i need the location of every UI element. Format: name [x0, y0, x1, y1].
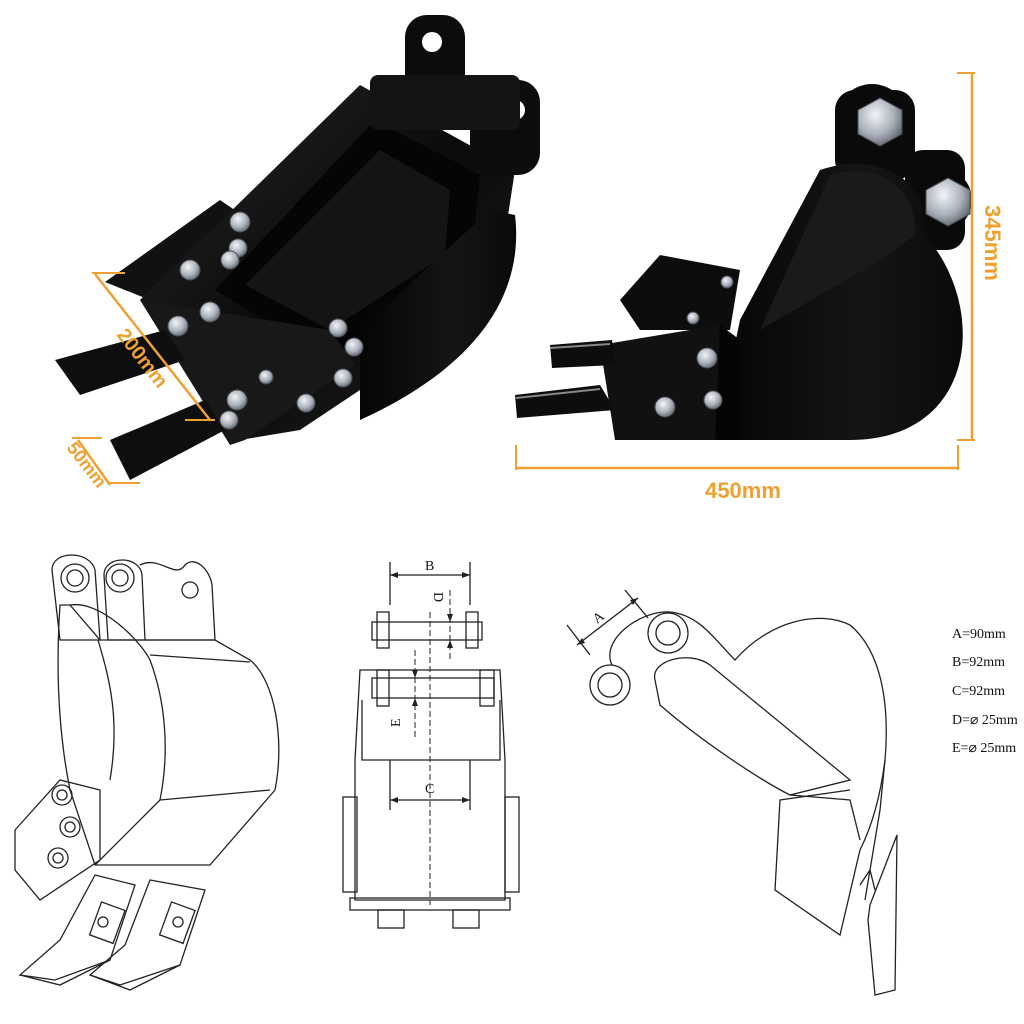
bucket-height-label: 345mm [980, 205, 1005, 281]
dim-letter-a: A [590, 609, 608, 628]
bucket-photo-perspective: 200mm 50mm [55, 15, 540, 491]
dim-letter-e: E [389, 718, 404, 727]
spec-e: E=⌀ 25mm [952, 741, 1016, 756]
dim-letter-d: D [430, 592, 445, 602]
line-drawing-isometric [14, 554, 280, 991]
dim-letter-b: B [425, 559, 434, 574]
spec-a: A=90mm [952, 627, 1006, 642]
bucket-length-label: 450mm [705, 478, 781, 503]
tooth-height-label: 50mm [63, 438, 111, 491]
bucket-photo-side: 345mm 450mm [515, 72, 1005, 503]
dim-letter-c: C [425, 782, 434, 797]
line-drawing-side: A [566, 589, 898, 996]
spec-b: B=92mm [952, 655, 1005, 670]
spec-list: A=90mm B=92mm C=92mm D=⌀ 25mm E=⌀ 25mm [952, 627, 1018, 756]
spec-c: C=92mm [952, 684, 1005, 699]
line-drawing-front: B C D E [342, 559, 520, 929]
spec-d: D=⌀ 25mm [952, 713, 1018, 728]
